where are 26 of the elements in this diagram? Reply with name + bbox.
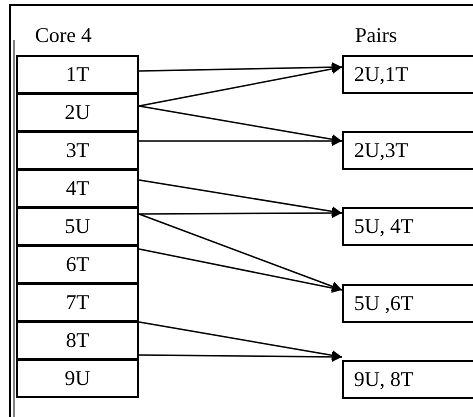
arrow: [138, 179, 342, 216]
column-heading: Pairs: [355, 25, 397, 46]
item-box: 1T: [16, 55, 139, 94]
arrow: [139, 208, 342, 218]
arrow: [139, 136, 342, 146]
item-box: 3T: [16, 131, 139, 170]
column-heading: Core 4: [35, 25, 92, 46]
item-box: 5U: [16, 207, 139, 246]
arrow: [138, 62, 342, 72]
item-box: 5U ,6T: [342, 284, 473, 323]
item-box: 5U, 4T: [342, 207, 473, 246]
item-box: 9U: [16, 359, 139, 398]
arrow: [138, 213, 342, 292]
arrow: [139, 352, 342, 362]
item-box: 2U: [16, 93, 139, 132]
item-box: 4T: [16, 169, 139, 208]
arrow: [138, 248, 342, 293]
item-box: 7T: [16, 283, 139, 322]
arrow: [138, 105, 342, 144]
arrow: [138, 64, 342, 107]
item-box: 6T: [16, 245, 139, 284]
item-box: 2U,1T: [342, 55, 473, 94]
item-box: 8T: [16, 321, 139, 360]
arrow: [138, 321, 342, 360]
item-box: 9U, 8T: [342, 360, 473, 399]
item-box: 2U,3T: [342, 131, 473, 170]
